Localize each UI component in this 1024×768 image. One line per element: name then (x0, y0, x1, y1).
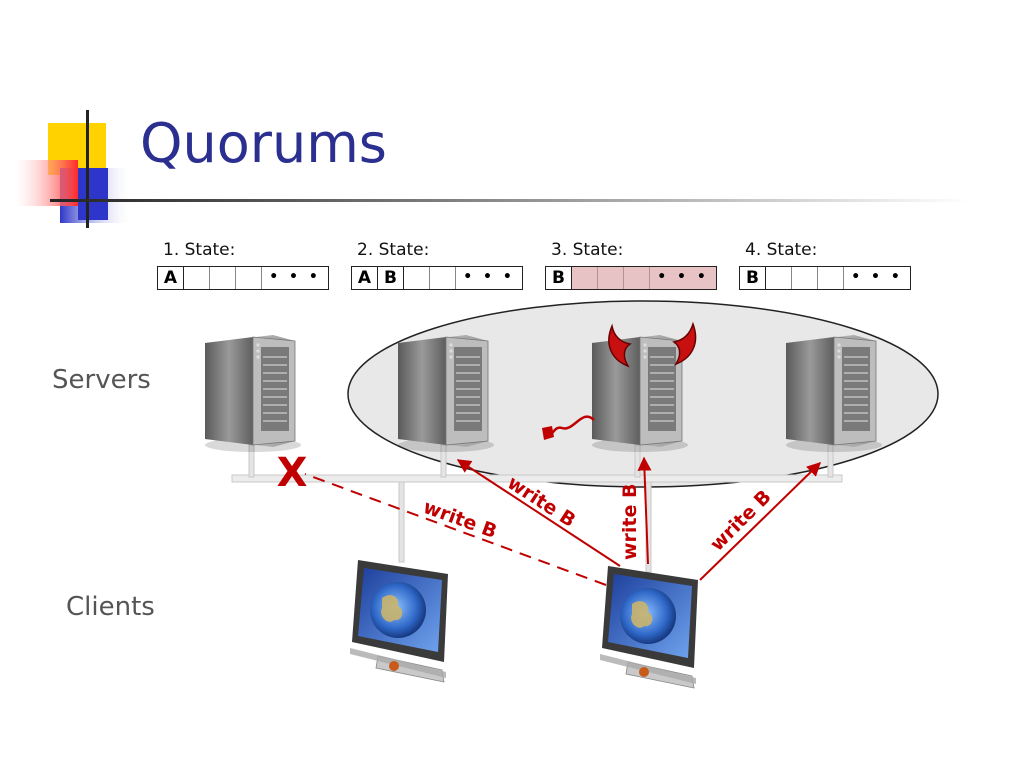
state-cell (184, 267, 210, 289)
page-title: Quorums (140, 112, 387, 175)
state-cell: B (378, 267, 404, 289)
state-cell (624, 267, 650, 289)
state-cell: B (740, 267, 766, 289)
server-icon (592, 335, 688, 452)
write-label: write B (706, 486, 776, 556)
client-computer-icon (600, 566, 698, 689)
server-icon (786, 335, 882, 452)
write-arrow (699, 462, 822, 581)
state-cell: A (158, 267, 184, 289)
state-row-3: B • • • (545, 266, 717, 290)
title-decoration (14, 110, 970, 228)
server-icon (205, 335, 301, 452)
failure-mark: X (277, 450, 308, 496)
state-cell (210, 267, 236, 289)
write-arrow (456, 459, 621, 567)
state-cell (572, 267, 598, 289)
state-label-1: 1. State: (163, 240, 236, 260)
devil-tail-icon (542, 415, 595, 440)
client-computer-icon (350, 560, 448, 683)
state-row-1: A • • • (157, 266, 329, 290)
devil-horns-icon (608, 321, 697, 368)
state-cell (236, 267, 262, 289)
state-cell (792, 267, 818, 289)
server-icon (398, 335, 494, 452)
write-arrow-failed (304, 473, 607, 586)
network-bus (231, 444, 843, 573)
clients-label: Clients (66, 592, 155, 622)
write-arrow (637, 456, 652, 565)
state-cell (404, 267, 430, 289)
state-label-3: 3. State: (551, 240, 624, 260)
write-label: write B (619, 483, 641, 560)
state-cell (598, 267, 624, 289)
state-ellipsis: • • • (463, 269, 515, 285)
state-row-4: B • • • (739, 266, 911, 290)
state-ellipsis: • • • (657, 269, 709, 285)
state-cell: A (352, 267, 378, 289)
state-cell (818, 267, 844, 289)
state-cell (766, 267, 792, 289)
state-ellipsis: • • • (851, 269, 903, 285)
state-cell: B (546, 267, 572, 289)
state-label-2: 2. State: (357, 240, 430, 260)
state-cell (430, 267, 456, 289)
state-row-2: A B • • • (351, 266, 523, 290)
state-label-4: 4. State: (745, 240, 818, 260)
state-ellipsis: • • • (269, 269, 321, 285)
servers-label: Servers (52, 365, 151, 395)
write-label: write B (420, 496, 499, 543)
